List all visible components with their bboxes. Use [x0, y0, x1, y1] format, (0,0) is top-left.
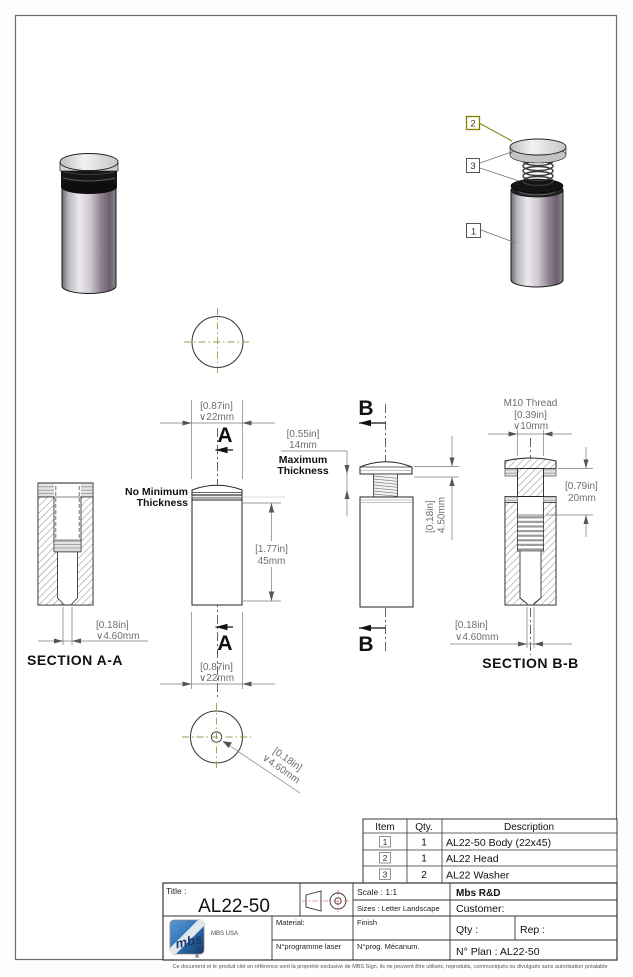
dim-dia22-mm-top: ∨22mm: [199, 412, 234, 423]
logo-text: mbs: [174, 931, 203, 951]
dim-depth-in: [0.79in]: [565, 481, 598, 492]
dim-depth-mm: 20mm: [568, 493, 596, 504]
material-field: Material:: [276, 918, 305, 927]
prog-meca-field: N°prog. Mécanum.: [357, 942, 420, 951]
dim-diameter-top: [0.87in] ∨22mm: [160, 400, 275, 479]
cut-label-a-top: A: [217, 424, 232, 447]
projection-symbol-icon: [302, 890, 351, 912]
callout-box-body: [466, 223, 481, 238]
dim-height-45: [1.77in] 45mm: [243, 502, 288, 602]
dim-thread-in: [0.39in]: [514, 410, 547, 421]
bom-item-3: 3: [383, 870, 388, 880]
view-bottom-circle: [0.18in] ∨4.60mm: [182, 703, 304, 794]
title-label: Title :: [166, 886, 186, 896]
drawing-title: AL22-50: [198, 896, 270, 917]
scale-field: Scale : 1:1: [357, 887, 397, 897]
dim-dia22-in-top: [0.87in]: [200, 401, 233, 412]
cut-label-b-top: B: [358, 397, 373, 420]
bom-row-3: 3 2 AL22 Washer: [379, 868, 510, 882]
callout-box-washer: [466, 158, 480, 173]
note-no-minimum-line1: No Minimum: [125, 486, 188, 498]
cut-label-a-bottom: A: [217, 632, 232, 655]
bom-qty-3: 2: [421, 870, 427, 881]
note-maximum-line2: Thickness: [277, 465, 329, 477]
dim-diameter-bottom: [0.87in] ∨22mm: [160, 612, 275, 689]
dim-dia22-in-bottom: [0.87in]: [200, 662, 233, 673]
dim-hole-in-aa: [0.18in]: [96, 620, 129, 631]
customer-field: Customer:: [456, 903, 504, 915]
dim-h45-in: [1.77in]: [255, 544, 288, 555]
bom-header-qty: Qty.: [415, 822, 433, 833]
view-section-aa: [0.18in] ∨4.60mm SECTION A-A: [27, 482, 148, 668]
finish-field: Finish: [357, 918, 377, 927]
dim-washer-450: [0.18in] 4.50mm: [414, 436, 459, 540]
render-iso-assembled: [59, 153, 119, 294]
dim-thread-mm: ∨10mm: [513, 421, 548, 432]
dim-max-thickness: [0.55in] 14mm Maximum Thickness: [277, 429, 350, 516]
centerlines: [182, 703, 251, 771]
dim-washer-in: [0.18in]: [425, 500, 436, 533]
qty-field: Qty :: [456, 924, 478, 936]
view-assembled-front: B B [0.55in] 14mm Maximum Thickness: [277, 397, 459, 656]
bom-header-desc: Description: [504, 822, 554, 833]
render-iso-exploded: 2 3 1: [465, 115, 567, 288]
plan-field: N° Plan : AL22-50: [456, 946, 540, 958]
section-aa-label: SECTION A-A: [27, 652, 123, 668]
thread-lines: [373, 475, 398, 497]
callout-number-washer: 3: [470, 161, 475, 172]
callout-number-body: 1: [471, 227, 476, 238]
dim-hole-section-bb: [0.18in] ∨4.60mm: [450, 607, 572, 648]
bom-qty-2: 1: [421, 854, 427, 865]
bom-row-2: 2 1 AL22 Head: [379, 852, 499, 865]
bom-item-1: 1: [383, 837, 388, 847]
mbs-logo: mbs MBS USA: [169, 919, 238, 958]
cut-label-b-bottom: B: [358, 633, 373, 656]
bom-row-1: 1 1 AL22-50 Body (22x45): [379, 836, 551, 849]
bom-desc-3: AL22 Washer: [446, 870, 510, 882]
dim-washer-mm: 4.50mm: [437, 497, 448, 533]
logo-caption: MBS USA: [211, 931, 238, 937]
dim-thread-m10: M10 Thread [0.39in] ∨10mm: [488, 398, 572, 456]
bom-header-item: Item: [375, 822, 394, 833]
dim-thread-label: M10 Thread: [504, 398, 558, 409]
bom-desc-2: AL22 Head: [446, 853, 499, 865]
view-front-body: No Minimum Thickness [1.77in] 45mm: [125, 484, 288, 606]
company-field: Mbs R&D: [456, 888, 500, 899]
bom-qty-1: 1: [421, 838, 427, 849]
dim-depth-20: [0.79in] 20mm: [546, 447, 598, 537]
note-maximum-line1: Maximum: [279, 454, 327, 466]
dim-dia22-mm-bottom: ∨22mm: [199, 673, 234, 684]
sizes-field: Sizes : Letter Landscape: [357, 904, 440, 913]
title-block: Title : AL22-50 Scale : 1:1 Sizes : Lett…: [162, 882, 618, 961]
callout-box-head: [465, 115, 481, 131]
callout-number-head: 2: [470, 119, 475, 130]
dim-gap14-in: [0.55in]: [287, 429, 320, 440]
view-section-bb: M10 Thread [0.39in] ∨10mm [0.7: [450, 398, 598, 671]
section-bb-label: SECTION B-B: [482, 655, 579, 671]
dim-hole-mm-bb: ∨4.60mm: [455, 632, 498, 643]
bom-desc-1: AL22-50 Body (22x45): [446, 837, 551, 849]
footer-legal-text: Ce document et le produit cité en référe…: [172, 964, 607, 970]
dim-hole-mm-aa: ∨4.60mm: [96, 631, 139, 642]
dim-h45-mm: 45mm: [258, 556, 286, 567]
note-no-minimum-line2: Thickness: [137, 497, 189, 509]
prog-laser-field: N°programme laser: [276, 942, 342, 951]
bom-table: Item Qty. Description 1 1 AL22-50 Body (…: [362, 818, 618, 884]
bom-item-2: 2: [383, 853, 388, 863]
rep-field: Rep :: [520, 924, 545, 936]
view-top-circle: [184, 308, 251, 376]
centerlines: [184, 308, 251, 376]
dim-hole-section-aa: [0.18in] ∨4.60mm: [38, 607, 148, 645]
dim-gap14-mm: 14mm: [289, 440, 317, 451]
dim-hole-in-bb: [0.18in]: [455, 620, 488, 631]
